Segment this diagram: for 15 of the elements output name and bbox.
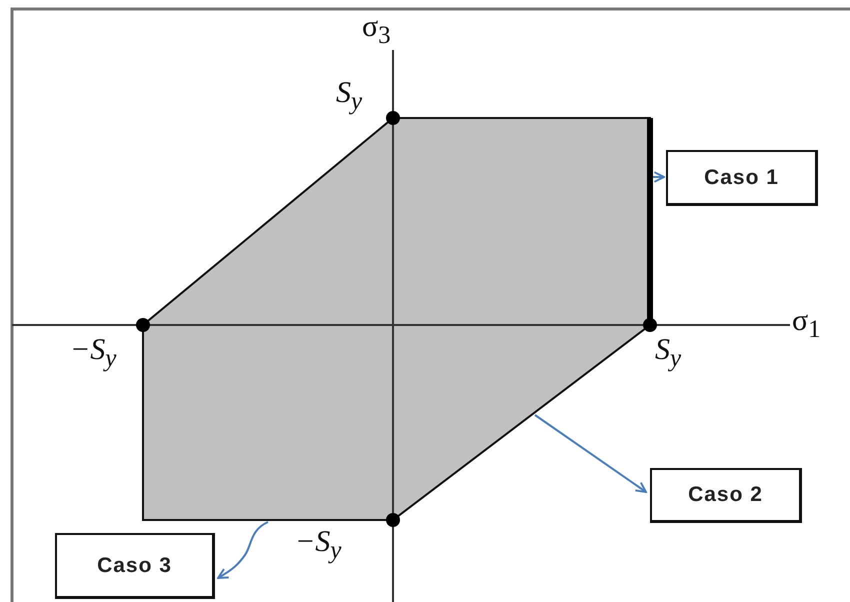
case-box [650,468,802,523]
vertex-label: −S$_{y}$ [295,527,342,563]
axis-label: σ$_{1}$ [792,306,821,342]
leader-arrow [217,521,268,579]
axis-label: σ$_{3}$ [362,12,391,48]
case-box [666,150,818,206]
case-label: Caso 2 [688,483,763,507]
case-label: Caso 1 [704,166,779,190]
vertex-label: −S$_{y}$ [70,335,116,371]
case-box [55,533,215,599]
leader-arrow [534,414,647,493]
vertex-label: S$_{y}$ [655,335,682,371]
case-label: Caso 3 [97,554,172,578]
leader-arrow [653,171,665,183]
vertex-label: S$_{y}$ [336,78,362,114]
